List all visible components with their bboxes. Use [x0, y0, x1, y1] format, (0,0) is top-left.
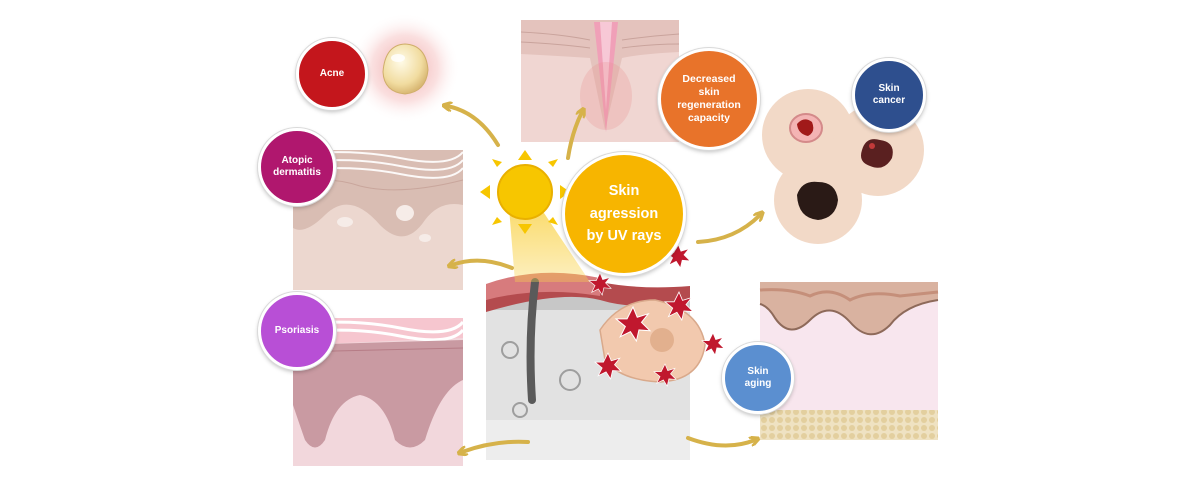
skin-cross-section: [486, 272, 706, 460]
atopic-skin-illustration: [292, 150, 464, 290]
skin-cancer-illustration: [762, 89, 924, 244]
atopic-dermatitis-label-text: Atopic dermatitis: [273, 154, 321, 179]
acne-label-text: Acne: [319, 67, 345, 79]
sun-icon: [480, 150, 570, 234]
decreased-regeneration-label-text: Decreased skin regeneration capacity: [677, 72, 741, 125]
ros-star-icon: [588, 243, 725, 387]
atopic-dermatitis-label: Atopic dermatitis: [258, 128, 336, 206]
psoriasis-label: Psoriasis: [258, 292, 336, 370]
skin-cancer-label: Skin cancer: [852, 58, 926, 132]
psoriasis-label-text: Psoriasis: [274, 324, 320, 336]
wound-illustration: [520, 20, 680, 142]
arrow-icon: [447, 106, 760, 452]
decreased-regeneration-label: Decreased skin regeneration capacity: [658, 48, 760, 150]
skin-aging-illustration: [759, 282, 939, 440]
center-uv-label-text: Skin agression by UV rays: [586, 183, 662, 245]
skin-aging-label: Skin aging: [722, 342, 794, 414]
center-uv-label: Skin agression by UV rays: [562, 152, 686, 276]
skin-aging-label-text: Skin aging: [744, 365, 772, 390]
acne-label: Acne: [296, 38, 368, 110]
acne-illustration: [350, 13, 460, 123]
skin-cancer-label-text: Skin cancer: [872, 82, 906, 107]
